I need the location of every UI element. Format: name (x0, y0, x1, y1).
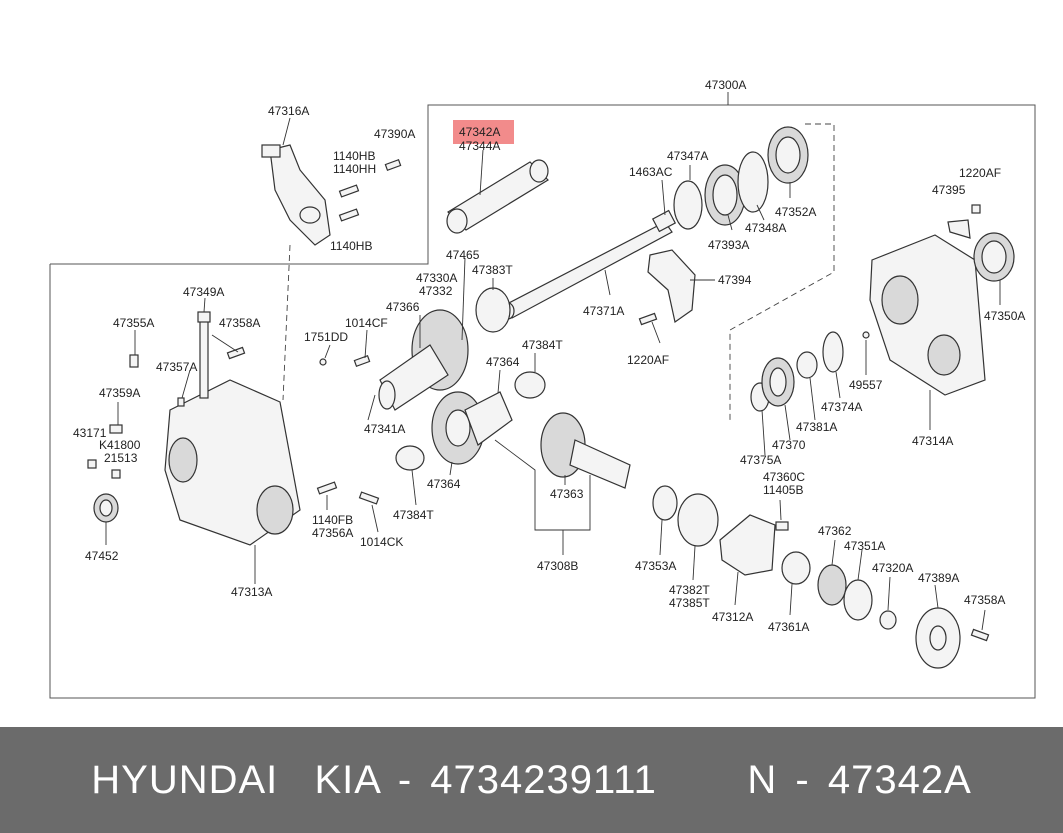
gear-47363 (540, 412, 631, 489)
parts-diagram: 47300A (49, 78, 1036, 699)
bearing-group-47370 (750, 331, 870, 412)
bolts-1140 (338, 159, 402, 222)
label-47363: 47363 (550, 487, 584, 501)
label-47357A: 47357A (156, 360, 197, 374)
label-47371A: 47371A (583, 304, 624, 318)
label-1140FB: 1140FB (312, 513, 353, 527)
label-47374A: 47374A (821, 400, 862, 414)
assembly-frame (49, 104, 1036, 699)
label-49557: 49557 (849, 378, 883, 392)
cover-47394 (647, 249, 696, 324)
label-1014CK: 1014CK (360, 535, 403, 549)
housing-47314A (869, 204, 1015, 396)
label-1140HB: 1140HB (333, 149, 375, 163)
label-47350A: 47350A (984, 309, 1025, 323)
label-47465: 47465 (446, 248, 480, 262)
label-47308B: 47308B (537, 559, 578, 573)
label-47300A: 47300A (705, 78, 746, 92)
label-47370: 47370 (772, 438, 806, 452)
label-11405B: 11405B (763, 483, 803, 497)
label-47384T-lower: 47384T (393, 508, 434, 522)
label-47384T: 47384T (522, 338, 563, 352)
label-47389A: 47389A (918, 571, 959, 585)
label-1014CF: 1014CF (345, 316, 388, 330)
label-47390A: 47390A (374, 127, 415, 141)
label-47316A: 47316A (268, 104, 309, 118)
label-47366: 47366 (386, 300, 420, 314)
label-47364: 47364 (486, 355, 520, 369)
label-47349A: 47349A (183, 285, 224, 299)
label-1463AC: 1463AC (629, 165, 673, 179)
label-47359A: 47359A (99, 386, 140, 400)
label-1751DD: 1751DD (304, 330, 348, 344)
label-47353A: 47353A (635, 559, 676, 573)
label-47381A: 47381A (796, 420, 837, 434)
footer-banner: HYUNDAI KIA - 4734239111 N - 47342A (0, 727, 1063, 833)
lower-right-parts (677, 493, 990, 669)
part-labels: 47342A 47344A 47316A 47390A 1140HB 1140H… (73, 104, 1025, 634)
label-47358A: 47358A (219, 316, 260, 330)
gear-cluster-47364 (431, 391, 513, 465)
label-47362: 47362 (818, 524, 852, 538)
label-47342A: 47342A (459, 125, 500, 139)
label-1140HB-lower: 1140HB (330, 239, 372, 253)
output-shaft-47371A (475, 209, 677, 333)
leader-lines (105, 165, 1001, 631)
label-47355A: 47355A (113, 316, 154, 330)
label-1220AF-lower: 1220AF (627, 353, 669, 367)
label-47341A: 47341A (364, 422, 405, 436)
label-47352A: 47352A (775, 205, 816, 219)
label-21513: 21513 (104, 451, 138, 465)
label-47452: 47452 (85, 549, 119, 563)
label-47394: 47394 (718, 273, 752, 287)
label-47351A: 47351A (844, 539, 885, 553)
label-47393A: 47393A (708, 238, 749, 252)
highlight-box (453, 120, 514, 144)
label-47344A: 47344A (459, 139, 500, 153)
label-47361A: 47361A (768, 620, 809, 634)
gear-47330A (378, 309, 469, 411)
shaft-sleeve-47342A (446, 149, 549, 234)
label-1220AF: 1220AF (959, 166, 1001, 180)
label-47360C: 47360C (763, 470, 805, 484)
label-47347A: 47347A (667, 149, 708, 163)
label-47332: 47332 (419, 284, 453, 298)
label-47385T: 47385T (669, 596, 710, 610)
label-47356A: 47356A (312, 526, 353, 540)
label-47382T: 47382T (669, 583, 710, 597)
label-47320A: 47320A (872, 561, 913, 575)
label-47358A-lower: 47358A (964, 593, 1005, 607)
label-47313A: 47313A (231, 585, 272, 599)
label-K41800: K41800 (99, 438, 141, 452)
housing-47313A (164, 311, 301, 546)
label-47312A: 47312A (712, 610, 753, 624)
label-47395: 47395 (932, 183, 966, 197)
bearings (395, 371, 678, 521)
label-47348A: 47348A (745, 221, 786, 235)
label-47364-lower: 47364 (427, 477, 461, 491)
part-number-caption: HYUNDAI KIA - 4734239111 N - 47342A (91, 757, 972, 802)
label-47314A: 47314A (912, 434, 953, 448)
label-47383T: 47383T (472, 263, 513, 277)
bracket-47316A (261, 117, 331, 401)
seals-47347A-47352A (673, 126, 809, 230)
label-47375A: 47375A (740, 453, 781, 467)
label-1140HH: 1140HH (333, 162, 376, 176)
label-47330A: 47330A (416, 271, 457, 285)
label-43171: 43171 (73, 426, 107, 440)
